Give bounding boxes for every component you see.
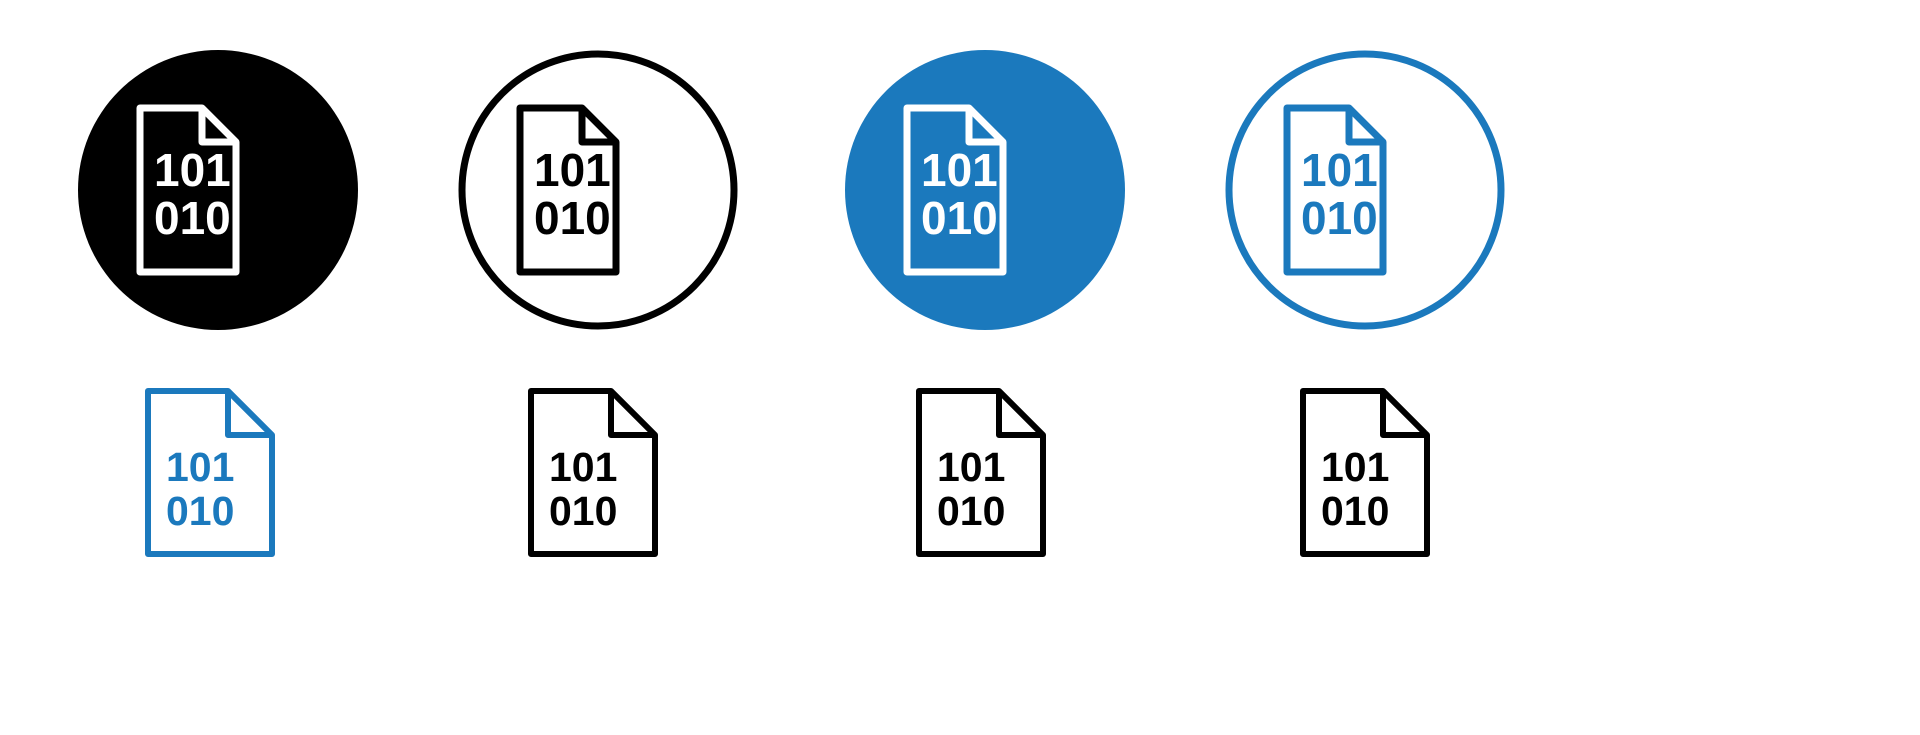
- document-fold-corner: [225, 391, 272, 438]
- icon-tile-binary-file-icon-black-outline-circle[interactable]: 101 010: [458, 50, 738, 330]
- binary-file-icon-black-outline-circle: 101 010: [458, 50, 738, 330]
- binary-file-icon-black-plain-a: 101 010: [528, 388, 658, 557]
- document-outline: [136, 104, 240, 276]
- binary-text-line2: 010: [1301, 192, 1378, 244]
- document-fold-corner: [965, 108, 1003, 146]
- badge-filled-circle: [78, 50, 358, 330]
- document-fold-corner: [1380, 391, 1427, 438]
- binary-file-icon-blue-plain: 101 010: [145, 388, 275, 557]
- icon-tile-binary-file-icon-blue-plain[interactable]: 101 010: [140, 385, 280, 560]
- binary-file-icon-black-filled-circle: 101 010: [78, 50, 358, 330]
- binary-text-line1: 101: [937, 444, 1005, 490]
- binary-text-line2: 010: [549, 488, 617, 534]
- badge-outline-circle: [1225, 50, 1505, 330]
- document-fold-corner: [996, 391, 1043, 438]
- document-fold-corner: [608, 391, 655, 438]
- binary-text-line2: 010: [166, 488, 234, 534]
- binary-text-line2: 010: [1321, 488, 1389, 534]
- document-outline: [516, 104, 620, 276]
- document-outline: [1300, 388, 1430, 557]
- document-fold-corner: [198, 108, 236, 146]
- icon-tile-binary-file-icon-black-plain-c[interactable]: 101 010: [1295, 385, 1435, 560]
- icon-tile-binary-file-icon-black-filled-circle[interactable]: 101 010: [78, 50, 358, 330]
- badge-filled-circle: [845, 50, 1125, 330]
- document-fold-corner: [1345, 108, 1383, 146]
- binary-text-line2: 010: [921, 192, 998, 244]
- document-outline: [916, 388, 1046, 557]
- document-outline: [145, 388, 275, 557]
- binary-file-icon-blue-outline-circle: 101 010: [1225, 50, 1505, 330]
- binary-text-line1: 101: [1321, 444, 1389, 490]
- icon-tile-binary-file-icon-blue-filled-circle[interactable]: 101 010: [845, 50, 1125, 330]
- binary-file-icon-blue-filled-circle: 101 010: [845, 50, 1125, 330]
- binary-text-line1: 101: [154, 144, 231, 196]
- binary-text-line1: 101: [166, 444, 234, 490]
- binary-file-icon-black-plain-b: 101 010: [916, 388, 1046, 557]
- binary-text-line2: 010: [534, 192, 611, 244]
- icon-tile-binary-file-icon-blue-outline-circle[interactable]: 101 010: [1225, 50, 1505, 330]
- binary-text-line1: 101: [921, 144, 998, 196]
- binary-text-line2: 010: [937, 488, 1005, 534]
- binary-text-line1: 101: [1301, 144, 1378, 196]
- binary-text-line1: 101: [534, 144, 611, 196]
- document-fold-corner: [578, 108, 616, 146]
- icon-tile-binary-file-icon-black-plain-b[interactable]: 101 010: [911, 385, 1051, 560]
- document-outline: [903, 104, 1007, 276]
- binary-text-line1: 101: [549, 444, 617, 490]
- badge-outline-circle: [458, 50, 738, 330]
- document-outline: [1283, 104, 1387, 276]
- document-outline: [528, 388, 658, 557]
- binary-text-line2: 010: [154, 192, 231, 244]
- icon-tile-binary-file-icon-black-plain-a[interactable]: 101 010: [523, 385, 663, 560]
- binary-file-icon-black-plain-c: 101 010: [1300, 388, 1430, 557]
